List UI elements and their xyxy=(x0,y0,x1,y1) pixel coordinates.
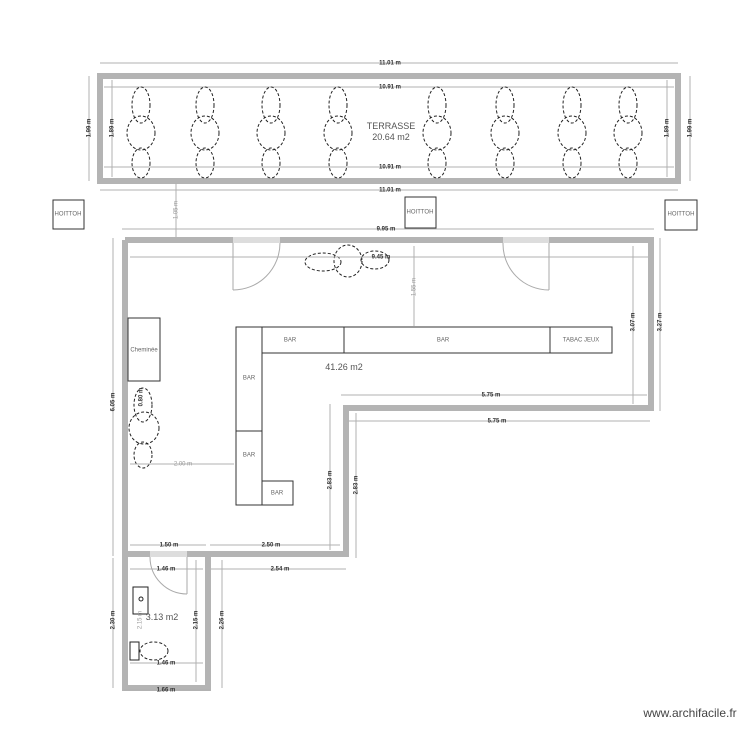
dim-wc-right-outer: 2.26 m xyxy=(220,611,226,630)
sign-left: HOITTOH xyxy=(52,199,85,230)
bar-segment xyxy=(235,430,263,506)
svg-text:BAR: BAR xyxy=(243,453,256,459)
table-set xyxy=(126,86,156,179)
dim-terrace-inner-top: 10.91 m xyxy=(379,85,401,91)
watermark: www.archifacile.fr xyxy=(642,706,736,720)
dim-bottom-b: 2.50 m xyxy=(262,543,281,549)
dim-left-height: 6.05 m xyxy=(111,393,117,412)
terrace-wall xyxy=(97,73,681,184)
dim-terrace-depth-right-outer: 1.99 m xyxy=(688,119,694,138)
table-set xyxy=(190,86,220,179)
dim-terrace-gap: 1.05 m xyxy=(174,201,180,219)
dim-terrace-depth-left-inner: 1.89 m xyxy=(110,119,116,138)
bar-counter: BAR BAR BAR BAR BAR TABAC JEUX xyxy=(235,326,613,506)
sign-right: HOITTOH xyxy=(664,199,698,231)
svg-text:HOITTOH: HOITTOH xyxy=(407,210,434,216)
dim-step-outer: 5.75 m xyxy=(488,419,507,425)
table-set xyxy=(256,86,286,179)
sign-center: HOITTOH xyxy=(404,196,437,229)
door-wc xyxy=(149,551,188,595)
table-set-left xyxy=(128,387,160,469)
dim-bar-clearance: 1.55 m xyxy=(412,278,418,296)
terrace-area: 20.64 m2 xyxy=(372,132,410,142)
svg-text:BAR: BAR xyxy=(437,338,450,344)
dim-wc-left-outer: 2.30 m xyxy=(111,611,117,630)
dim-bar-distance: 2.00 m xyxy=(174,462,192,468)
terrace-name: TERRASSE xyxy=(367,121,416,131)
dim-wc-bottom-outer: 1.66 m xyxy=(157,688,176,694)
dim-terrace-outer-top: 11.01 m xyxy=(379,61,401,67)
dim-right-outer: 3.27 m xyxy=(658,313,664,332)
wc-area: 3.13 m2 xyxy=(146,612,179,622)
main-room-wall xyxy=(122,237,654,557)
dim-chair-depth: 0.80 m xyxy=(139,388,145,407)
dim-bottom-a: 1.50 m xyxy=(160,543,179,549)
svg-text:BAR: BAR xyxy=(243,376,256,382)
svg-text:HOITTOH: HOITTOH xyxy=(668,212,695,218)
dim-top-outer: 9.95 m xyxy=(377,227,396,233)
dim-top-inner: 9.45 m xyxy=(372,255,391,261)
dim-terrace-depth-left-outer: 1.99 m xyxy=(87,119,93,138)
table-set xyxy=(323,86,353,179)
svg-text:BAR: BAR xyxy=(271,491,284,497)
terrace: 11.01 m 10.91 m 10.91 m 11.01 m 1.99 m 1… xyxy=(87,61,694,194)
wc-wall xyxy=(122,554,211,691)
door-right xyxy=(502,237,550,291)
toilet xyxy=(129,641,169,661)
dim-wc-top-inner: 1.46 m xyxy=(157,567,176,573)
terrace-tables xyxy=(126,86,643,179)
dim-right-inner: 3.07 m xyxy=(631,313,637,332)
dim-terrace-outer-bottom: 11.01 m xyxy=(379,188,401,194)
door-left xyxy=(232,237,281,291)
table-set xyxy=(422,86,452,179)
dim-terrace-depth-right-inner: 1.89 m xyxy=(665,119,671,138)
chimney: Cheminée xyxy=(127,317,161,382)
table-set-indoor xyxy=(304,244,390,278)
tabac-counter xyxy=(549,326,613,354)
dim-step-height-inner: 2.83 m xyxy=(328,471,334,490)
svg-text:BAR: BAR xyxy=(284,338,297,344)
washbasin xyxy=(132,586,149,615)
dim-bottom-outer-b: 2.54 m xyxy=(271,567,290,573)
main-room-area: 41.26 m2 xyxy=(325,362,363,372)
dim-wc-right-inner: 2.15 m xyxy=(194,611,200,630)
table-set xyxy=(557,86,587,179)
dim-terrace-inner-bottom: 10.91 m xyxy=(379,165,401,171)
bar-segment xyxy=(261,480,294,506)
svg-text:HOITTOH: HOITTOH xyxy=(55,212,82,218)
dimensions: 9.95 m 9.45 m 1.55 m 3.07 m 3.27 m 5.75 … xyxy=(111,227,664,694)
bar-segment xyxy=(261,326,345,354)
dim-wc-bottom-inner: 1.46 m xyxy=(157,661,176,667)
dim-step-inner: 5.75 m xyxy=(482,393,501,399)
svg-text:TABAC JEUX: TABAC JEUX xyxy=(563,338,600,344)
dim-wc-left-inner: 2.15 m xyxy=(138,611,144,629)
dim-step-height-outer: 2.83 m xyxy=(354,476,360,495)
bar-segment xyxy=(343,326,551,354)
bar-segment xyxy=(235,326,263,432)
table-set xyxy=(490,86,520,179)
svg-text:Cheminée: Cheminée xyxy=(130,348,158,354)
table-set xyxy=(613,86,643,179)
